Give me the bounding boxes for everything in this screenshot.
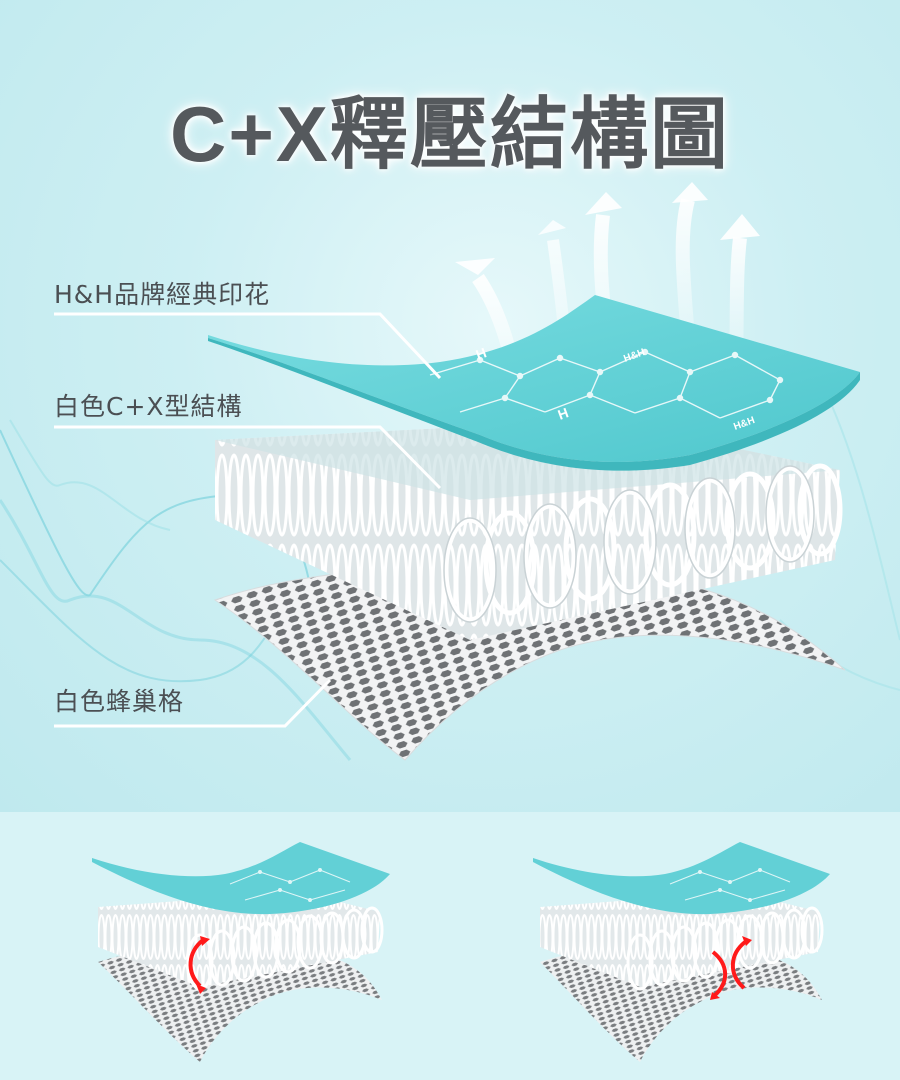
label-cx-layer: 白色C+X型結構 bbox=[54, 392, 243, 421]
layer-structure-illustration: H H H&H H&H bbox=[54, 182, 860, 761]
compression-diagrams bbox=[92, 842, 830, 1062]
top-panel: H H H&H H&H C+X釋壓結構圖 H&H品牌經典印花 白色C+X型結構 … bbox=[0, 0, 900, 812]
c-compression-diagram bbox=[92, 842, 390, 1062]
leader-line-cx bbox=[54, 425, 442, 490]
leader-line-honeycomb bbox=[54, 678, 332, 728]
leader-lines bbox=[54, 312, 442, 728]
label-print-layer: H&H品牌經典印花 bbox=[54, 280, 271, 309]
printed-top-sheet: H H H&H H&H bbox=[208, 295, 860, 471]
label-honeycomb-layer: 白色蜂巢格 bbox=[54, 687, 185, 716]
bottom-panel bbox=[0, 812, 900, 1080]
page-title: C+X釋壓結構圖 bbox=[170, 90, 730, 178]
x-compression-diagram bbox=[533, 842, 830, 1062]
x-indicator-icon bbox=[710, 936, 752, 1000]
cx-coil-layer bbox=[215, 420, 843, 640]
leader-line-print bbox=[54, 312, 442, 380]
c-indicator-icon bbox=[188, 938, 205, 988]
